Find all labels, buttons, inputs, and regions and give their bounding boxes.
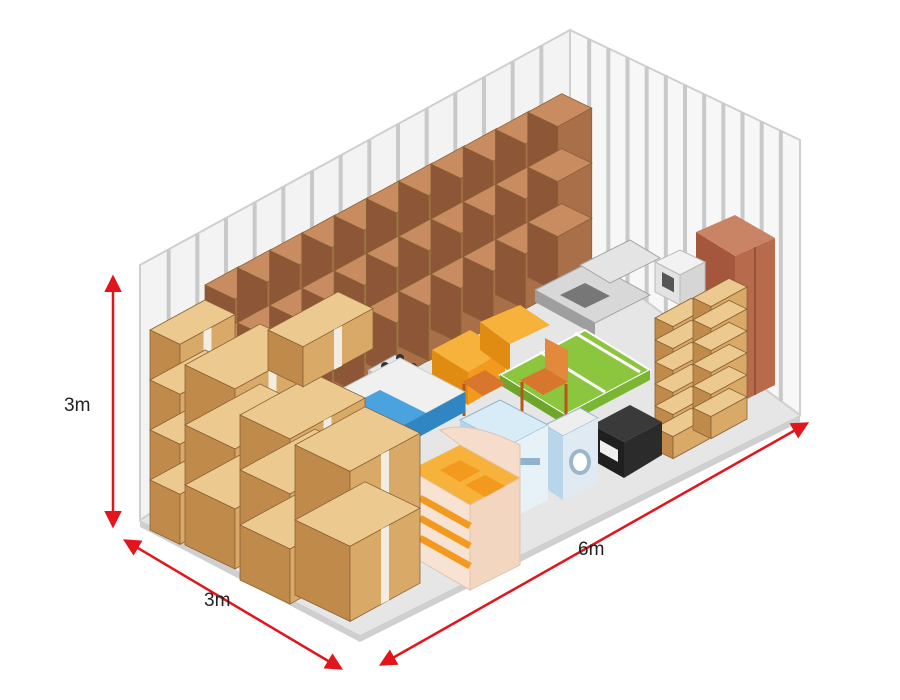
width-dimension-arrow [122,539,344,670]
back-wall-box-stack [204,93,593,466]
height-dimension-label: 3m [64,395,91,416]
microwave [653,249,707,306]
length-dimension-arrow [378,422,810,666]
wooden-chair [462,338,568,418]
length-dimension-label: 6m [578,539,605,560]
grey-bench [533,239,662,335]
width-dimension-label: 3m [204,590,231,611]
